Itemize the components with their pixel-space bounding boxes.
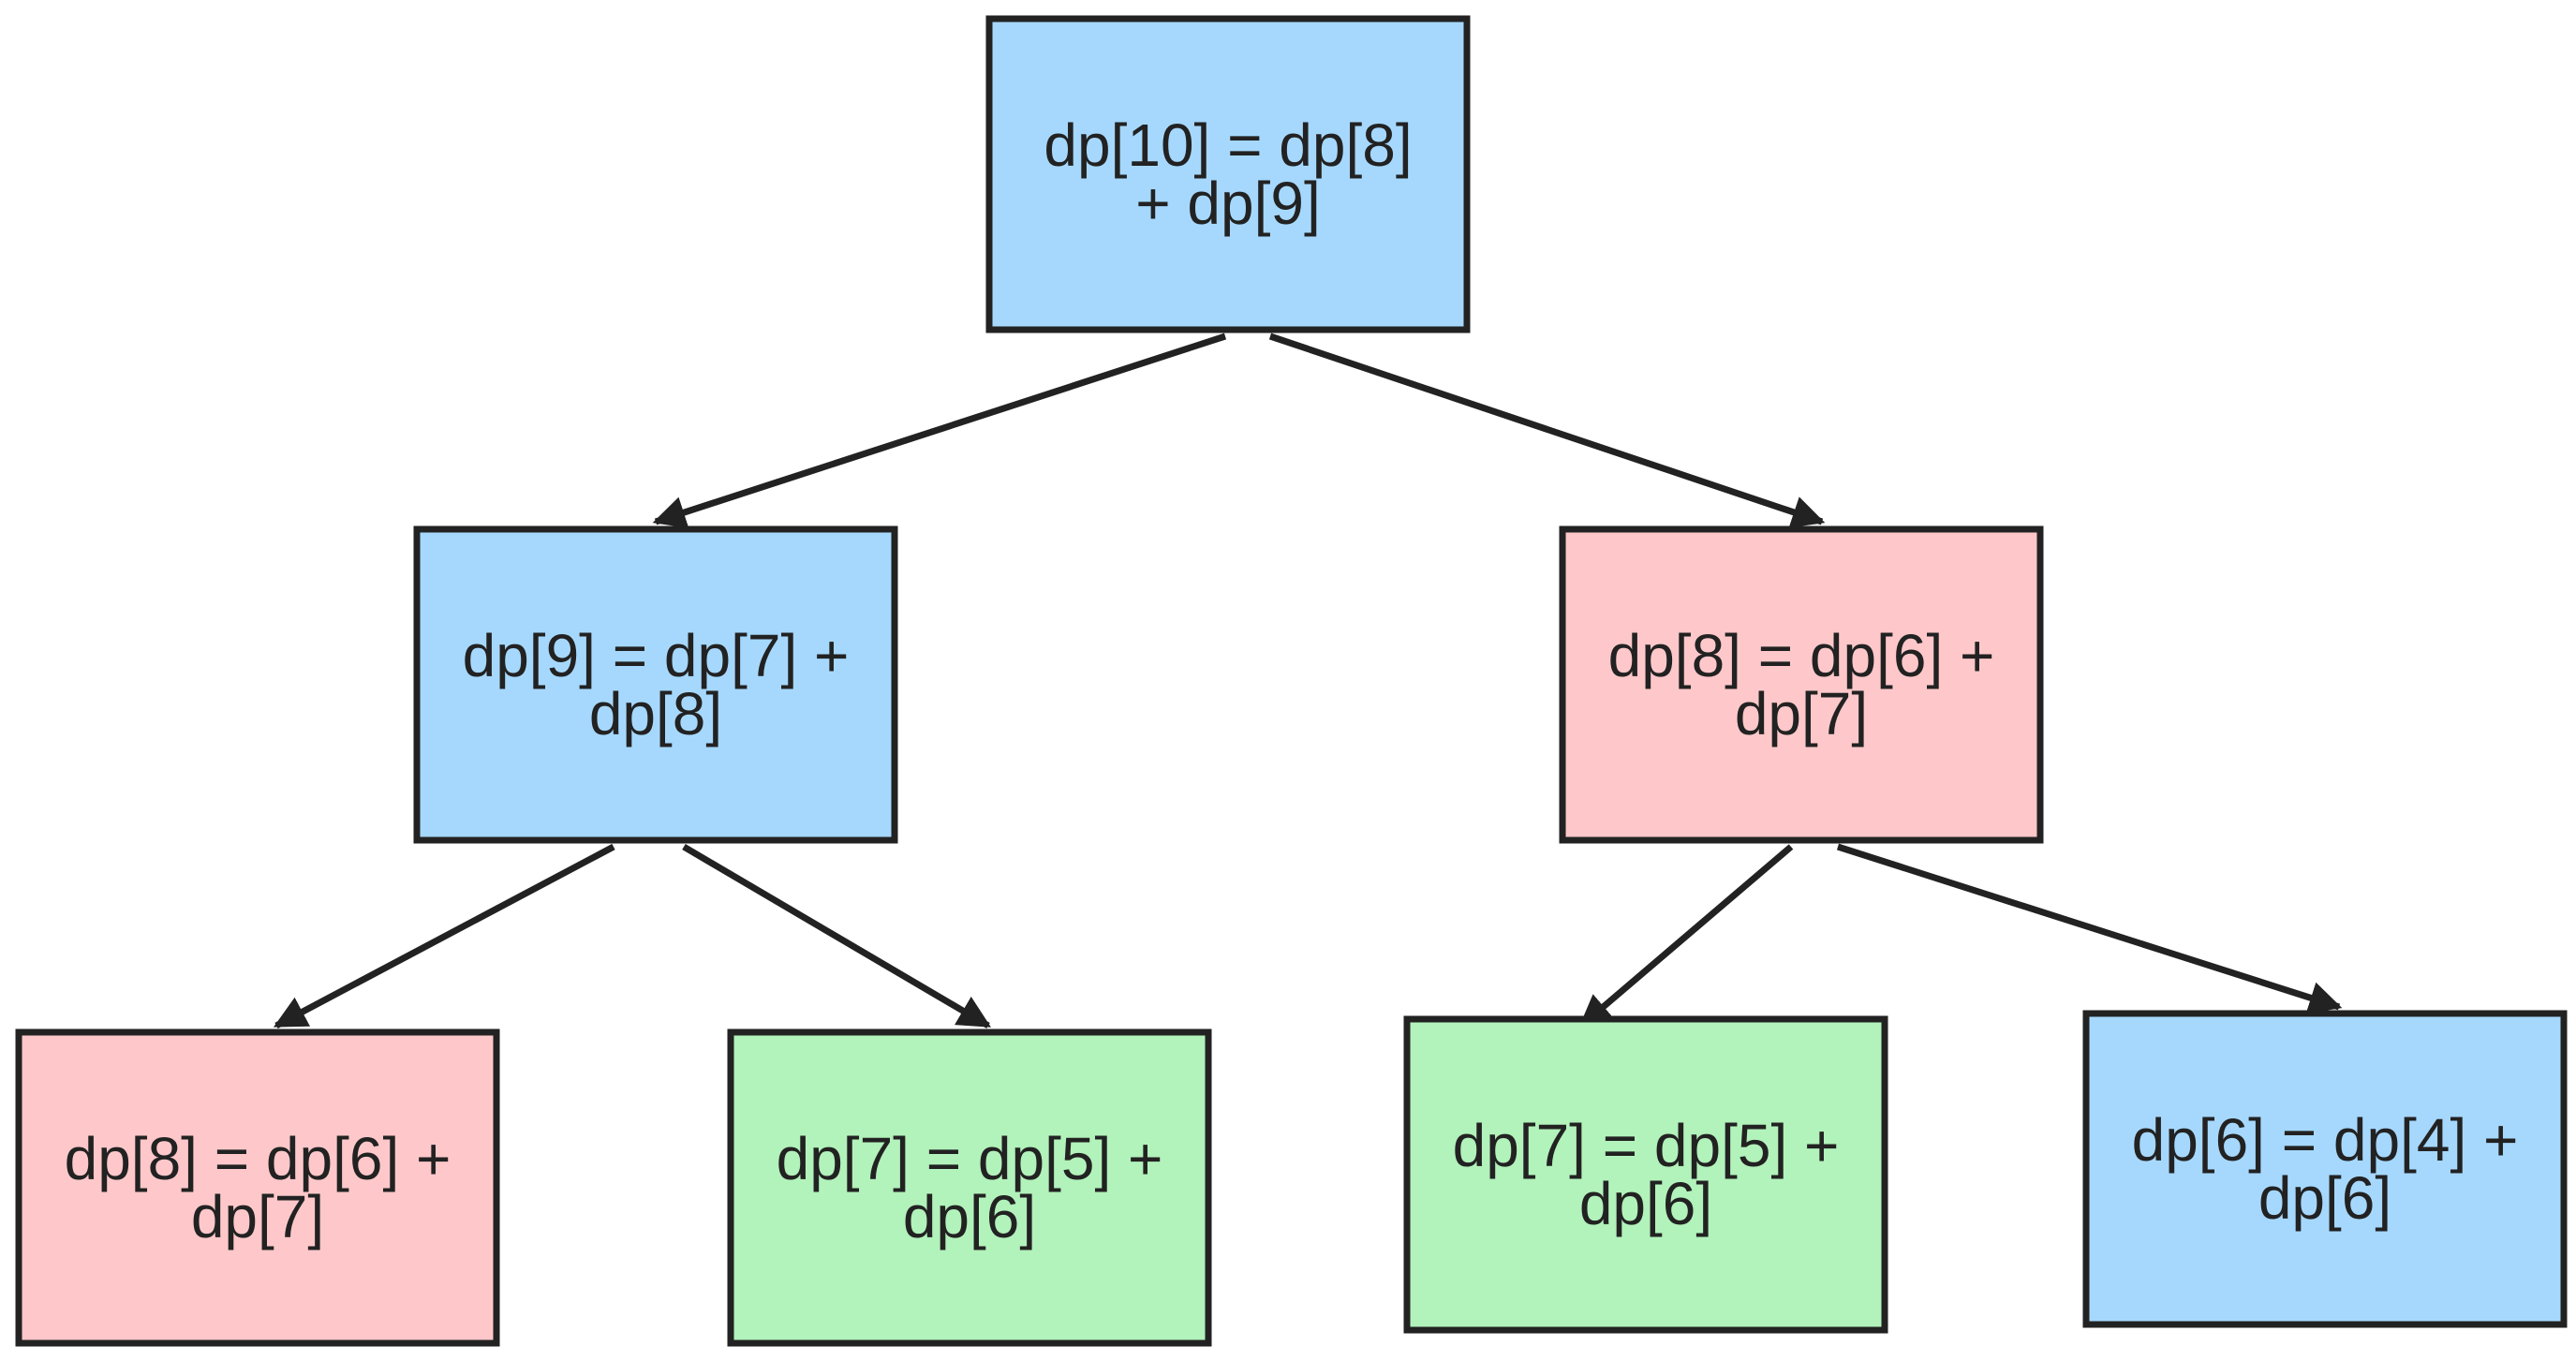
node-label-line: + dp[9] [1135,170,1321,237]
node-label-line: dp[6] [1579,1170,1712,1237]
node-label-line: dp[6] [2258,1164,2391,1232]
node-label-line: dp[8] = dp[6] + [65,1125,452,1192]
nodes-layer: dp[10] = dp[8]+ dp[9]dp[9] = dp[7] +dp[8… [15,15,2568,1347]
node-label-line: dp[8] [589,680,722,747]
node-label-line: dp[6] = dp[4] + [2132,1106,2519,1174]
node-n9: dp[9] = dp[7] +dp[8] [413,525,898,844]
node-box [2082,1010,2568,1328]
node-box [1403,1015,1888,1334]
node-label-line: dp[7] = dp[5] + [1453,1112,1840,1179]
node-box [15,1028,500,1347]
edge-n10-to-n8a [1268,333,1826,528]
edge-n10-to-n9 [652,333,1227,528]
node-label-line: dp[7] [1735,680,1868,747]
node-label-line: dp[8] = dp[6] + [1608,622,1995,689]
node-box [727,1028,1212,1347]
node-n10: dp[10] = dp[8]+ dp[9] [985,15,1471,333]
node-n6: dp[6] = dp[4] +dp[6] [2082,1010,2568,1328]
edge-n8a-to-n7b [1578,844,1794,1028]
node-n8b: dp[8] = dp[6] +dp[7] [15,1028,500,1347]
node-n7a: dp[7] = dp[5] +dp[6] [727,1028,1212,1347]
node-label-line: dp[9] = dp[7] + [463,622,850,689]
node-n8a: dp[8] = dp[6] +dp[7] [1559,525,2044,844]
edge-n9-to-n7a [682,843,992,1029]
node-box [1559,525,2044,844]
edge-n8a-to-n6 [1836,843,2343,1014]
edges-layer [273,333,2343,1029]
node-label-line: dp[7] = dp[5] + [777,1125,1163,1192]
node-label-line: dp[7] [191,1183,324,1250]
node-n7b: dp[7] = dp[5] +dp[6] [1403,1015,1888,1334]
node-box [985,15,1471,333]
node-label-line: dp[10] = dp[8] [1044,111,1412,179]
node-label-line: dp[6] [903,1183,1036,1250]
node-box [413,525,898,844]
edge-n9-to-n8b [273,843,615,1029]
